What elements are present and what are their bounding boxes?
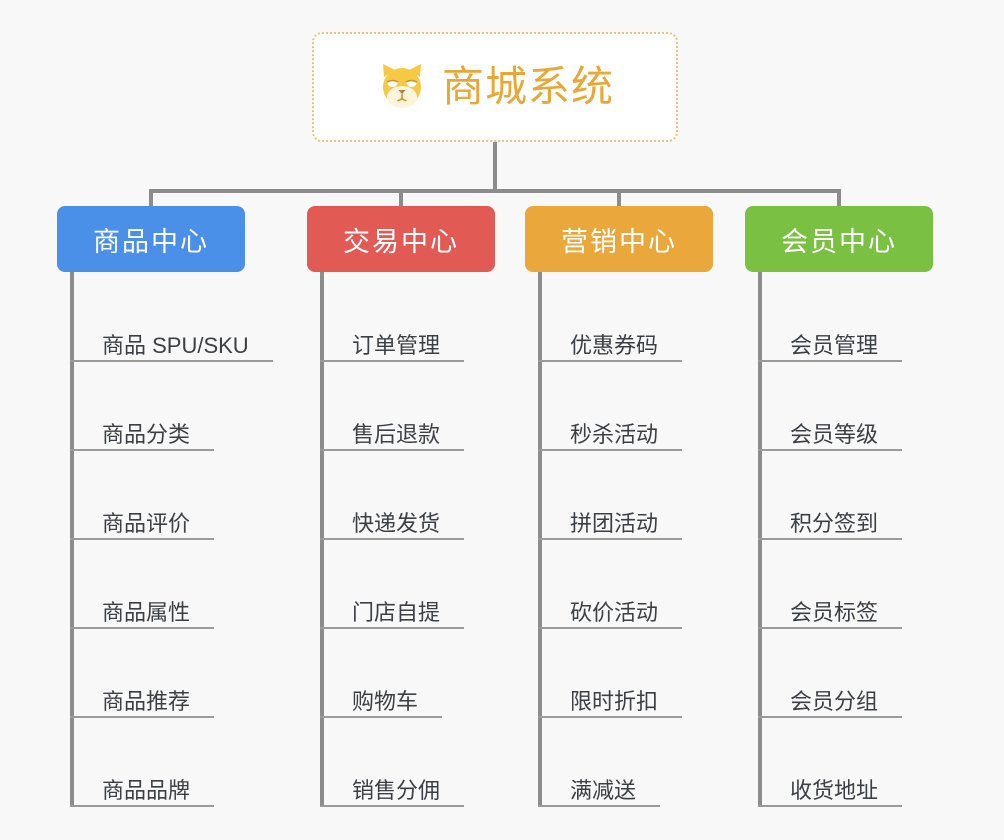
list-item[interactable]: 会员分组 — [758, 678, 903, 718]
category-box-member-center[interactable]: 会员中心 — [745, 206, 933, 272]
list-item[interactable]: 订单管理 — [320, 322, 465, 362]
list-item[interactable]: 商品评价 — [70, 500, 215, 540]
list-item-label: 商品评价 — [102, 510, 191, 536]
list-item-label: 会员分组 — [790, 688, 879, 714]
list-item-label: 商品分类 — [102, 421, 191, 447]
list-item-label: 会员等级 — [790, 421, 879, 447]
list-item-label: 会员标签 — [790, 599, 879, 625]
list-item[interactable]: 优惠券码 — [538, 322, 683, 362]
list-item[interactable]: 积分签到 — [758, 500, 903, 540]
list-item-label: 积分签到 — [790, 510, 879, 536]
list-item-label: 门店自提 — [352, 599, 441, 625]
connector-root-stem — [493, 142, 497, 192]
list-item-label: 商品属性 — [102, 599, 191, 625]
connector-drop-trade-center — [399, 189, 403, 209]
list-item-label: 商品品牌 — [102, 777, 191, 803]
list-item[interactable]: 拼团活动 — [538, 500, 683, 540]
list-item-label: 商品推荐 — [102, 688, 191, 714]
connector-horizontal-bus — [149, 189, 841, 193]
list-item[interactable]: 满减送 — [538, 767, 661, 807]
root-node-mall-system[interactable]: 商城系统 — [312, 32, 678, 142]
list-item[interactable]: 砍价活动 — [538, 589, 683, 629]
list-item[interactable]: 商品分类 — [70, 411, 215, 451]
connector-drop-member-center — [837, 189, 841, 209]
list-item[interactable]: 购物车 — [320, 678, 443, 718]
list-item-label: 销售分佣 — [352, 777, 441, 803]
list-item-label: 优惠券码 — [570, 332, 659, 358]
list-item[interactable]: 销售分佣 — [320, 767, 465, 807]
shiba-dog-icon — [376, 61, 428, 113]
category-label-member-center: 会员中心 — [781, 226, 897, 257]
list-item-label: 售后退款 — [352, 421, 441, 447]
list-item-label: 商品 SPU/SKU — [102, 332, 249, 358]
list-item-label: 快递发货 — [352, 510, 441, 536]
list-item[interactable]: 快递发货 — [320, 500, 465, 540]
category-label-trade-center: 交易中心 — [343, 226, 459, 257]
list-item-label: 购物车 — [352, 688, 419, 714]
category-box-product-center[interactable]: 商品中心 — [57, 206, 245, 272]
list-item[interactable]: 商品推荐 — [70, 678, 215, 718]
list-item-label: 收货地址 — [790, 777, 879, 803]
list-item-label: 会员管理 — [790, 332, 879, 358]
list-item[interactable]: 售后退款 — [320, 411, 465, 451]
connector-drop-product-center — [149, 189, 153, 209]
list-item[interactable]: 收货地址 — [758, 767, 903, 807]
connector-drop-marketing-center — [617, 189, 621, 209]
category-label-product-center: 商品中心 — [93, 226, 209, 257]
category-box-trade-center[interactable]: 交易中心 — [307, 206, 495, 272]
list-item[interactable]: 秒杀活动 — [538, 411, 683, 451]
list-item-label: 拼团活动 — [570, 510, 659, 536]
list-item[interactable]: 会员标签 — [758, 589, 903, 629]
list-item-label: 限时折扣 — [570, 688, 659, 714]
category-box-marketing-center[interactable]: 营销中心 — [525, 206, 713, 272]
category-label-marketing-center: 营销中心 — [561, 226, 677, 257]
list-item[interactable]: 会员管理 — [758, 322, 903, 362]
list-item[interactable]: 门店自提 — [320, 589, 465, 629]
list-item-label: 订单管理 — [352, 332, 441, 358]
list-item[interactable]: 商品属性 — [70, 589, 215, 629]
root-title: 商城系统 — [441, 63, 614, 110]
list-item[interactable]: 商品品牌 — [70, 767, 215, 807]
list-item-label: 秒杀活动 — [570, 421, 659, 447]
list-item-label: 满减送 — [570, 777, 637, 803]
list-item[interactable]: 限时折扣 — [538, 678, 683, 718]
list-item[interactable]: 商品 SPU/SKU — [70, 322, 273, 362]
list-item[interactable]: 会员等级 — [758, 411, 903, 451]
list-item-label: 砍价活动 — [570, 599, 659, 625]
